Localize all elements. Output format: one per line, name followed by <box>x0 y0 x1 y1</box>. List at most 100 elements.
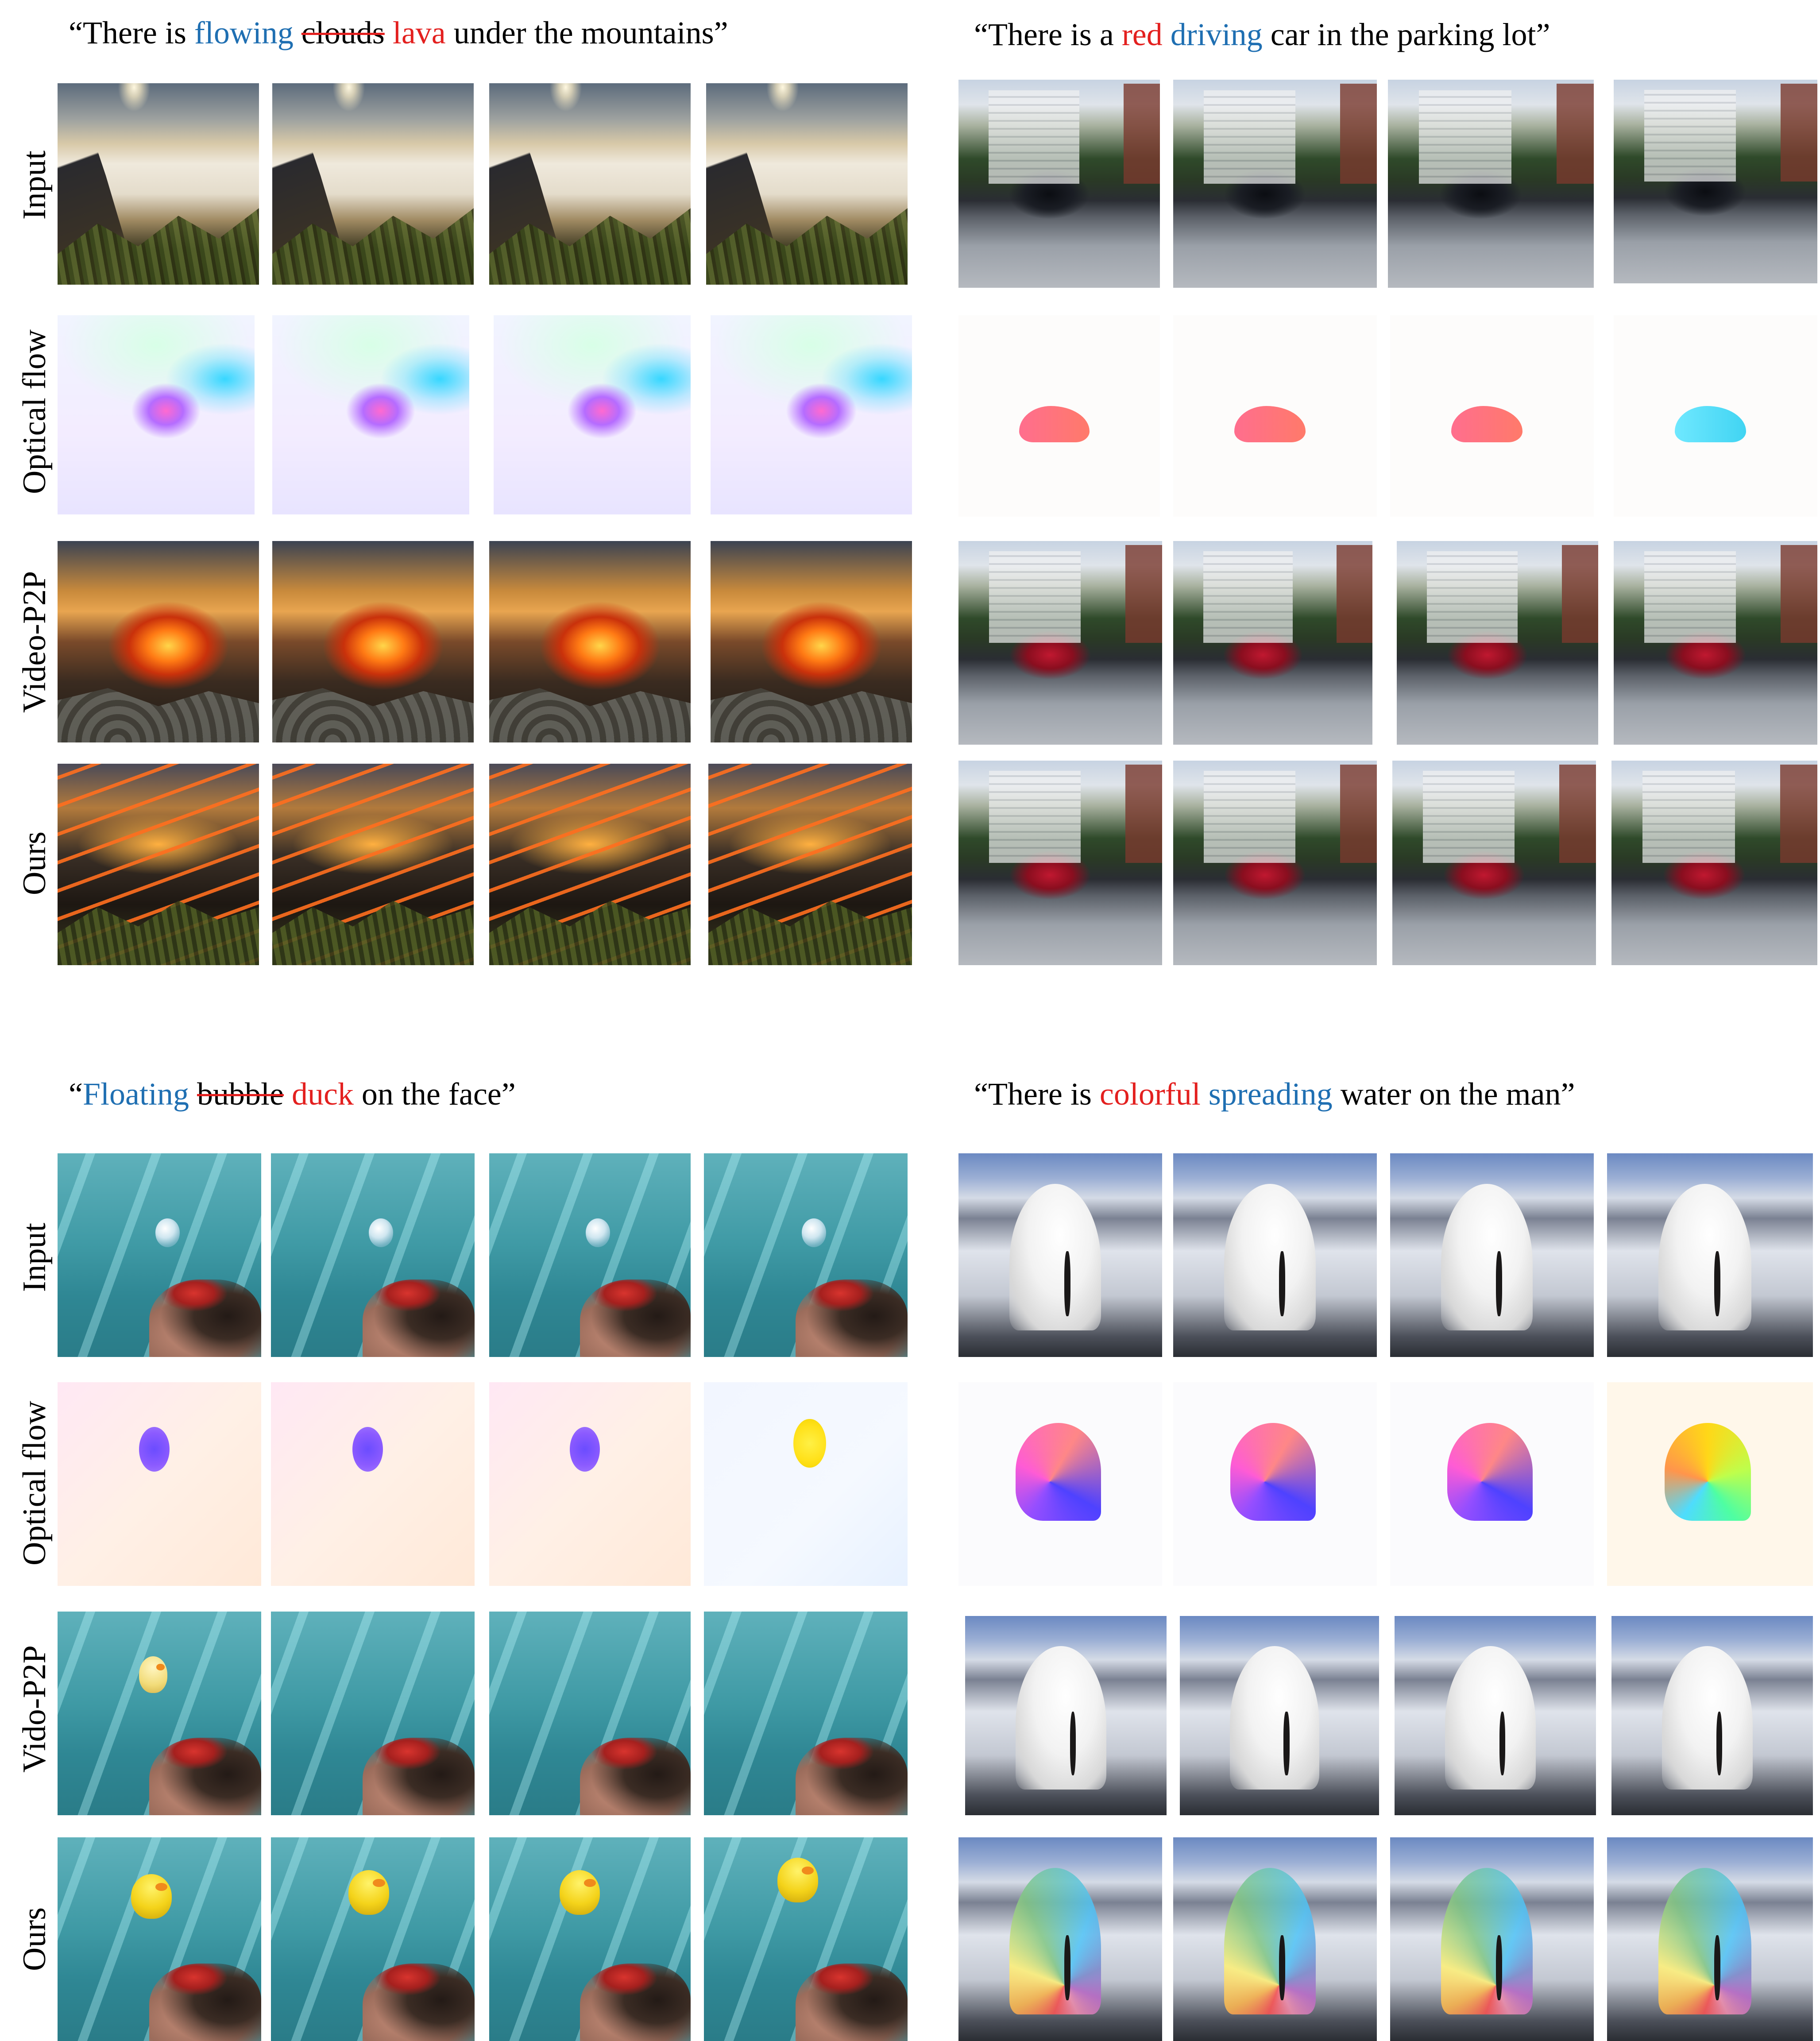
man <box>1279 1935 1285 2000</box>
duck <box>131 1874 172 1919</box>
bubble <box>368 1218 393 1247</box>
caption-lava: “There is flowing clouds lava under the … <box>69 17 728 49</box>
duck <box>348 1870 389 1915</box>
caption-duck: “Floating bubble duck on the face” <box>69 1078 516 1110</box>
row-label-ours: Ours <box>16 1907 53 1971</box>
row-label-optical-flow: Optical flow <box>16 1401 53 1566</box>
water-ours-frame-3 <box>1390 1837 1594 2041</box>
face <box>580 1964 691 2041</box>
caption-word-replaced: clouds <box>301 15 385 50</box>
caption-text: water on the man” <box>1332 1076 1575 1112</box>
caption-text: “There is <box>69 15 194 50</box>
row-label-input: Input <box>16 1222 53 1292</box>
caption-text: under the mountains” <box>445 15 728 50</box>
water-p2p-frame-2 <box>1180 1616 1379 1815</box>
water-p2p-frame-1 <box>965 1616 1167 1815</box>
flow-blob <box>1665 1423 1751 1521</box>
caption-text: on the face” <box>353 1076 516 1112</box>
water-splash <box>1441 1184 1533 1331</box>
flow-blob <box>352 1427 383 1472</box>
bubble <box>586 1218 610 1247</box>
car-input-frame-3 <box>1388 80 1594 288</box>
car-input-frame-2 <box>1173 80 1377 288</box>
duck-ours-frame-3 <box>489 1837 691 2041</box>
caption-word-added: spreading <box>1208 1076 1333 1112</box>
car-flow-frame-3 <box>1390 315 1594 517</box>
man <box>1070 1712 1076 1775</box>
caption-word-added: driving <box>1170 17 1263 52</box>
row-label-ours: Ours <box>16 831 53 895</box>
colorful-splash <box>1658 1868 1751 2015</box>
man <box>1496 1935 1502 2000</box>
lava-ours-frame-2 <box>272 764 474 965</box>
car-flow-frame-4 <box>1614 315 1817 517</box>
caption-text <box>294 15 301 50</box>
duck-ours-frame-2 <box>271 1837 475 2041</box>
row-label-input: Input <box>16 150 53 220</box>
lava-p2p-frame-4 <box>711 541 912 742</box>
man <box>1716 1712 1723 1775</box>
water-splash <box>1224 1184 1316 1331</box>
duck-p2p-frame-3 <box>489 1612 691 1815</box>
car-p2p-frame-2 <box>1173 541 1372 745</box>
car-ours-frame-2 <box>1173 761 1377 965</box>
caption-text: “There is a <box>974 17 1122 52</box>
duck-p2p-frame-1 <box>58 1612 261 1815</box>
caption-text: “ <box>69 1076 83 1112</box>
water-input-frame-3 <box>1390 1153 1594 1357</box>
caption-car: “There is a red driving car in the parki… <box>974 19 1550 50</box>
water-splash <box>1009 1184 1101 1331</box>
water-splash <box>1229 1646 1319 1790</box>
caption-word-new: duck <box>291 1076 354 1112</box>
man <box>1714 1251 1720 1316</box>
duck-flow-frame-2 <box>271 1382 475 1586</box>
duck-input-frame-1 <box>58 1153 261 1357</box>
duck-ours-frame-4 <box>704 1837 908 2041</box>
caption-text: car in the parking lot” <box>1262 17 1550 52</box>
water-ours-frame-4 <box>1607 1837 1813 2041</box>
bubble <box>155 1218 180 1247</box>
water-splash <box>1015 1646 1106 1790</box>
lava-flow-frame-3 <box>494 315 691 514</box>
duck-ours-frame-1 <box>58 1837 261 2041</box>
lava-p2p-frame-3 <box>489 541 691 742</box>
flow-blob <box>1675 406 1746 442</box>
water-splash <box>1658 1184 1751 1331</box>
water-flow-frame-4 <box>1607 1382 1813 1586</box>
caption-text <box>189 1076 197 1112</box>
flow-blob <box>1015 1423 1101 1521</box>
flow-blob <box>793 1419 826 1468</box>
face <box>363 1964 475 2041</box>
colorful-splash <box>1224 1868 1316 2015</box>
duck-input-frame-2 <box>271 1153 475 1357</box>
water-flow-frame-1 <box>958 1382 1162 1586</box>
caption-text <box>1201 1076 1209 1112</box>
man <box>1279 1251 1285 1316</box>
face <box>149 1279 261 1357</box>
colorful-splash <box>1009 1868 1101 2015</box>
lava-input-frame-2 <box>272 83 474 285</box>
water-input-frame-4 <box>1607 1153 1813 1357</box>
duck-input-frame-4 <box>704 1153 908 1357</box>
duck <box>777 1858 818 1903</box>
flow-blob <box>1234 406 1306 442</box>
duck-flow-frame-4 <box>704 1382 908 1586</box>
lava-p2p-frame-1 <box>58 541 259 742</box>
flow-blob <box>139 1427 170 1472</box>
caption-text <box>385 15 393 50</box>
lava-flow-frame-4 <box>711 315 912 514</box>
car-ours-frame-3 <box>1392 761 1596 965</box>
man <box>1496 1251 1502 1316</box>
lava-ours-frame-1 <box>58 764 259 965</box>
face <box>149 1964 261 2041</box>
caption-water: “There is colorful spreading water on th… <box>974 1078 1575 1110</box>
row-label-optical-flow: Optical flow <box>16 329 53 494</box>
water-p2p-frame-4 <box>1611 1616 1813 1815</box>
duck <box>139 1656 168 1693</box>
flow-blob <box>1447 1423 1533 1521</box>
duck <box>560 1870 600 1915</box>
lava-flow-frame-2 <box>272 315 469 514</box>
lava-input-frame-4 <box>706 83 908 285</box>
lava-input-frame-1 <box>58 83 259 285</box>
caption-word-new: lava <box>392 15 446 50</box>
